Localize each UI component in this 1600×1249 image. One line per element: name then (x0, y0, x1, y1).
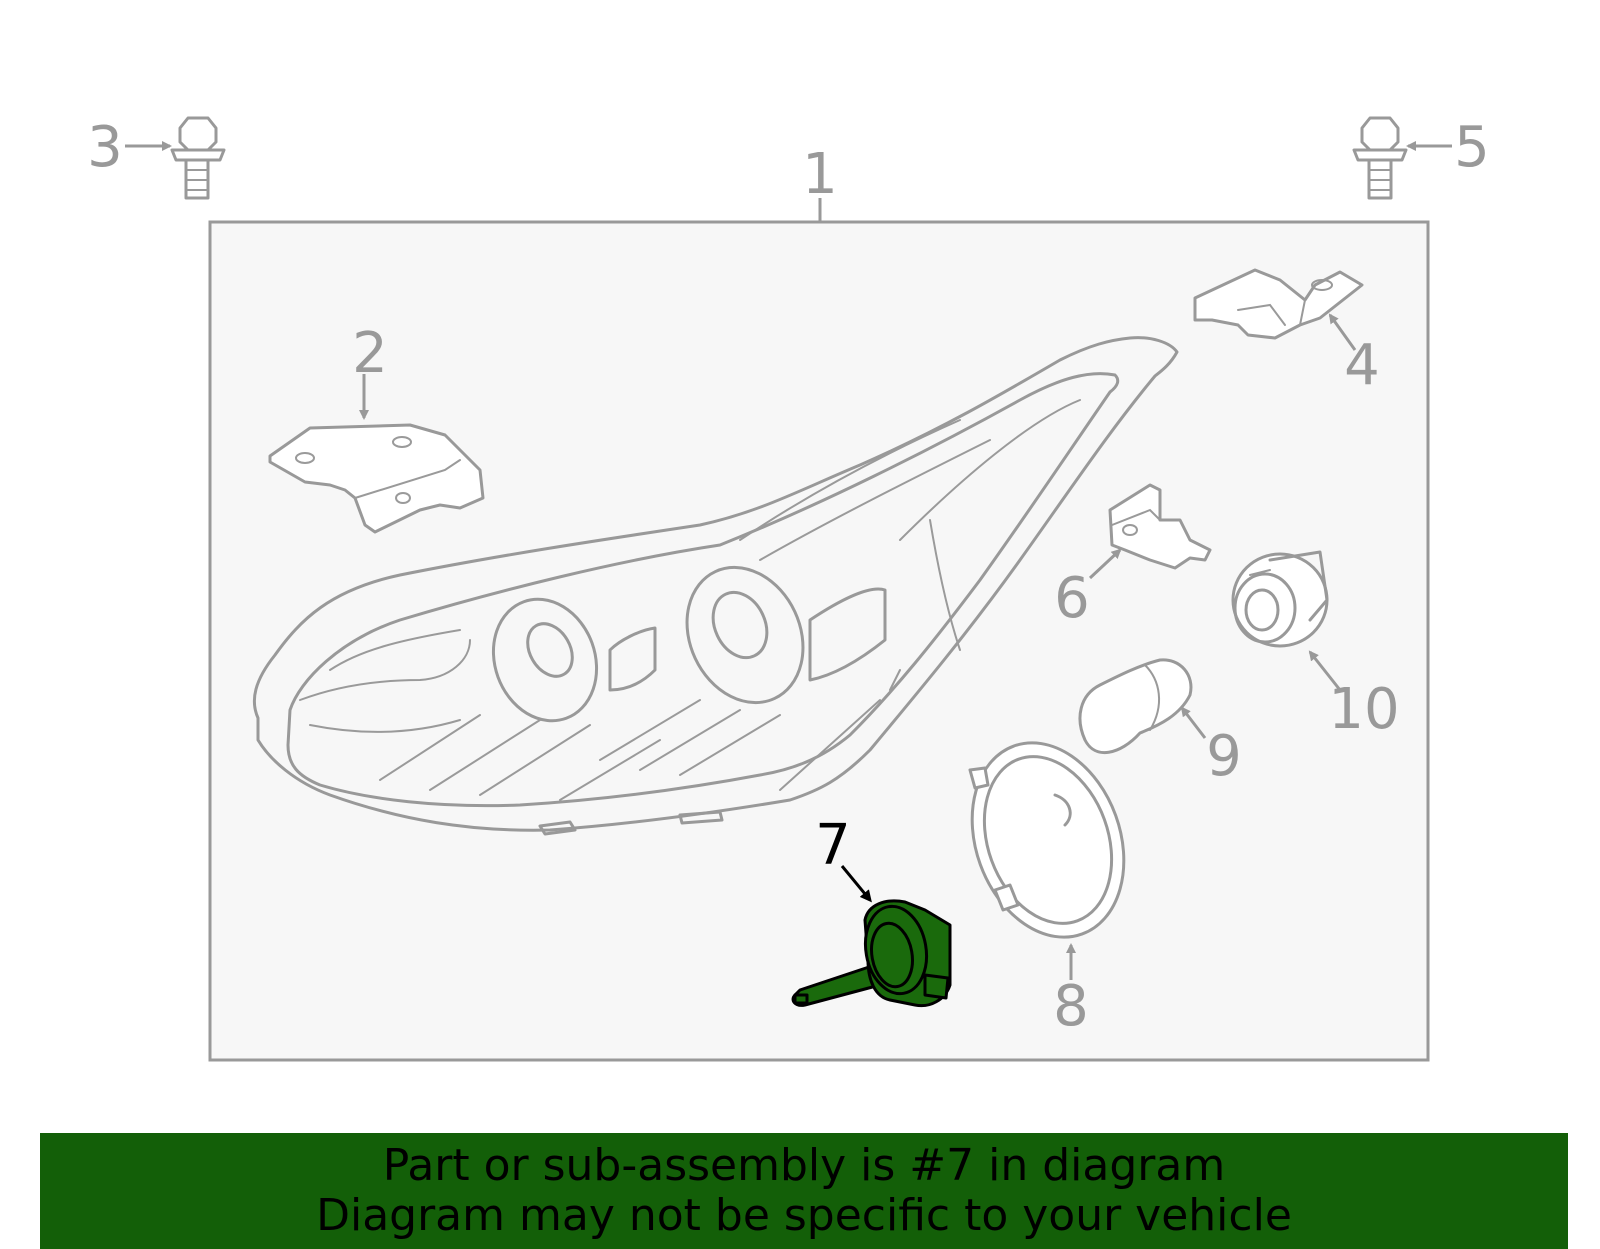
headlamp-assembly (252, 336, 1179, 836)
headlamp-bulb-part-7 (791, 899, 952, 1008)
bolt-part-3 (170, 116, 226, 200)
info-banner: Part or sub-assembly is #7 in diagram Di… (40, 1133, 1568, 1249)
callout-6-arrow (1088, 548, 1122, 580)
callout-1: 1 (802, 142, 838, 207)
assembly-panel (208, 220, 1430, 1062)
callout-4: 4 (1344, 333, 1380, 398)
mounting-bracket-part-2 (268, 423, 485, 534)
callout-5: 5 (1454, 115, 1490, 180)
bulb-socket-part-10 (1231, 550, 1329, 648)
callout-10-arrow (1308, 650, 1342, 691)
dust-cover-part-8 (968, 741, 1126, 939)
banner-line-1: Part or sub-assembly is #7 in diagram (382, 1140, 1226, 1191)
banner-line-2: Diagram may not be specific to your vehi… (316, 1190, 1292, 1241)
callout-3: 3 (87, 115, 123, 180)
callout-7-arrow (840, 865, 872, 903)
callout-6: 6 (1054, 566, 1090, 631)
bolt-part-5 (1352, 116, 1408, 200)
callout-10: 10 (1328, 677, 1399, 742)
bulb-part-9 (1078, 658, 1193, 755)
callout-9: 9 (1206, 724, 1242, 789)
callout-9-arrow (1180, 706, 1207, 739)
callout-2: 2 (352, 321, 388, 386)
callout-7: 7 (815, 813, 851, 878)
callout-8: 8 (1053, 974, 1089, 1039)
bracket-part-6 (1108, 483, 1212, 570)
callout-4-arrow (1328, 313, 1357, 351)
mounting-bracket-part-4 (1193, 268, 1364, 340)
